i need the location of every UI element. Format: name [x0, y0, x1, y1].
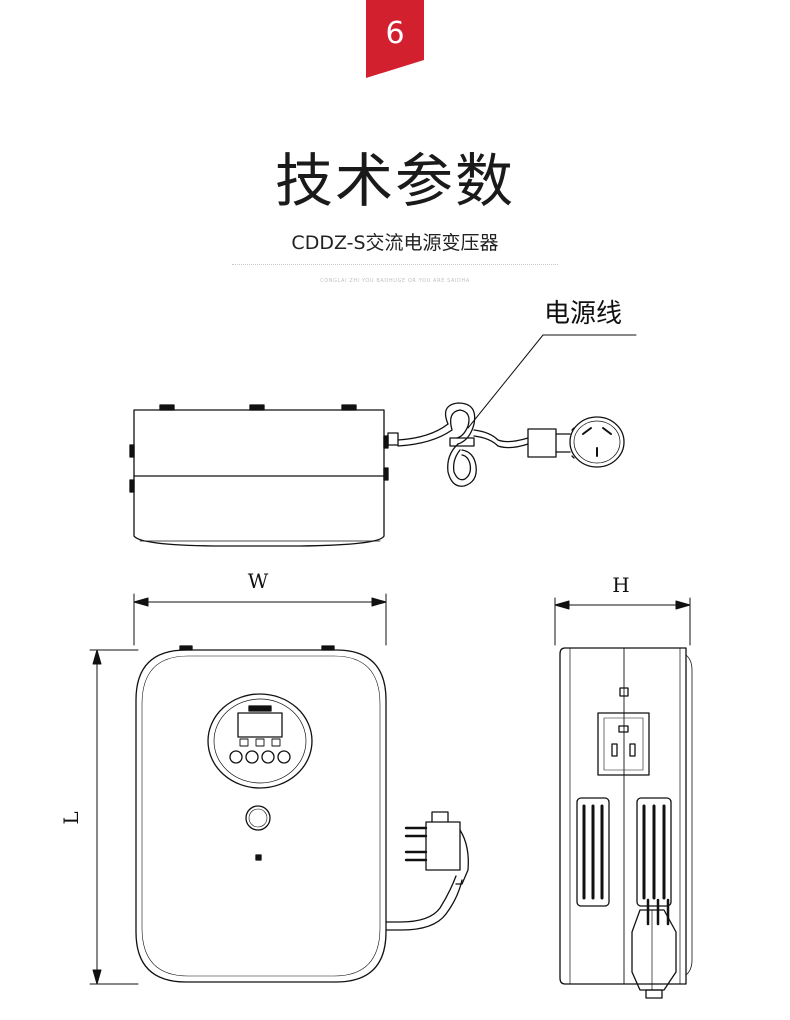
- dimension-width: [133, 593, 387, 646]
- front-view-cord-plug: [385, 811, 469, 931]
- output-socket: [597, 687, 650, 776]
- power-switch: [245, 805, 271, 831]
- callout-leader: [467, 334, 637, 429]
- dimension-height: [554, 597, 691, 646]
- dimension-length: [89, 649, 139, 985]
- plug-head: [569, 416, 625, 468]
- side-vent-left: [576, 797, 610, 907]
- dimension-label-length: L: [59, 811, 83, 824]
- indicator-light: [255, 854, 262, 861]
- dimension-label-width: W: [248, 569, 269, 593]
- top-view-device: [129, 404, 399, 547]
- tagline: CONGLAI ZHI YOU BAOHUGE OR YOU ARE SAIDH…: [320, 278, 470, 284]
- side-view-plug: [631, 898, 677, 999]
- page-title: 技术参数: [274, 147, 515, 215]
- side-vent-right: [636, 797, 672, 907]
- side-view-device: [559, 647, 693, 985]
- front-view-device: [135, 645, 387, 983]
- dimension-label-height: H: [612, 573, 629, 597]
- page-number-badge: [366, 0, 424, 78]
- decorative-divider: [232, 264, 558, 265]
- page-number: 6: [385, 16, 405, 51]
- callout-label-power-cord: 电源线: [544, 299, 622, 329]
- technical-drawing: 电源线: [59, 299, 693, 999]
- control-panel: [207, 693, 313, 789]
- page-subtitle: CDDZ-S交流电源变压器: [291, 232, 499, 254]
- power-cord: [397, 402, 571, 487]
